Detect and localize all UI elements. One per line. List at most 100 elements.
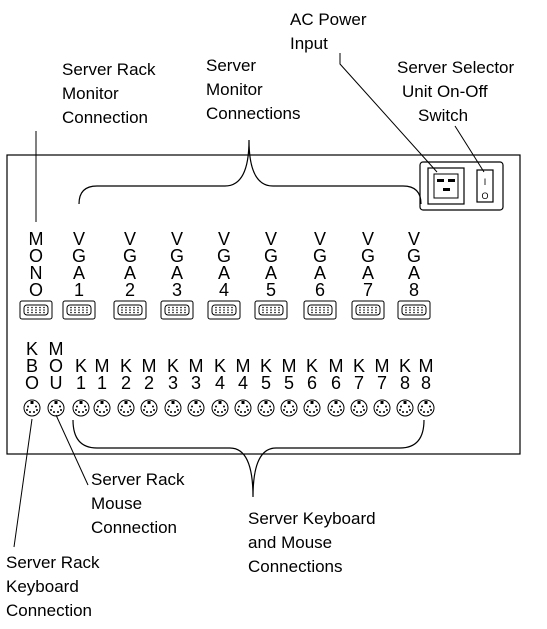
ps2-port-m8: M8 [417, 356, 435, 417]
db15-connector-shell[interactable] [62, 300, 96, 320]
ps2-connector[interactable] [93, 399, 111, 417]
db15-pin [359, 306, 361, 309]
ps2-pin [191, 405, 193, 408]
switch-off-mark: O [481, 191, 488, 201]
db15-pin [74, 306, 76, 309]
ac-power-inlet[interactable] [427, 167, 465, 205]
ps2-connector[interactable] [211, 399, 229, 417]
db15-connector-shell[interactable] [160, 300, 194, 320]
db15-pin [86, 306, 88, 309]
ps2-pin [193, 411, 195, 413]
rack-monitor-line-3: Connection [62, 108, 148, 127]
ps2-pin [214, 409, 216, 411]
db15-pin [137, 311, 139, 314]
db15-connector-shell[interactable] [207, 300, 241, 320]
ps2-pin [270, 409, 272, 411]
ps2-port-label-char: M [95, 356, 110, 376]
ac-power-line-1: AC Power [290, 10, 367, 29]
ps2-pin [199, 405, 201, 408]
ps2-connector[interactable] [417, 399, 435, 417]
db15-connector-shell[interactable] [397, 300, 431, 320]
video-port-label-char: A [362, 263, 374, 283]
ps2-connector[interactable] [257, 399, 275, 417]
db15-connector-shell[interactable] [351, 300, 385, 320]
ps2-connector[interactable] [234, 399, 252, 417]
ps2-pin [406, 411, 408, 413]
ps2-pin [177, 409, 179, 411]
db15-connector-shell[interactable] [19, 300, 53, 320]
db15-pin [172, 311, 174, 314]
ps2-pin [244, 411, 246, 413]
ps2-connector[interactable] [280, 399, 298, 417]
ps2-key [79, 401, 83, 404]
db15-connector-shell[interactable] [303, 300, 337, 320]
db15-pin [121, 306, 123, 309]
db15-pin [262, 311, 264, 314]
db15-pin [27, 311, 29, 314]
ac-power-pin-right [448, 179, 455, 182]
ps2-pin [363, 409, 365, 411]
ps2-pin [174, 411, 176, 413]
ps2-pin [121, 405, 123, 408]
ps2-pin [27, 405, 29, 408]
db15-pin [421, 306, 423, 309]
db15-pin [375, 306, 377, 309]
ps2-pin [82, 411, 84, 413]
ps2-pin [386, 409, 388, 411]
ps2-connector[interactable] [350, 399, 368, 417]
db15-pin [359, 309, 361, 311]
ps2-connector[interactable] [303, 399, 321, 417]
db15-pin [215, 311, 217, 314]
ps2-pin [85, 409, 87, 411]
db15-pin [125, 311, 127, 314]
video-port-label-char: A [314, 263, 326, 283]
ps2-connector[interactable] [23, 399, 41, 417]
ps2-connector[interactable] [327, 399, 345, 417]
ps2-connector[interactable] [140, 399, 158, 417]
ps2-connector[interactable] [47, 399, 65, 417]
selector-on-off-switch[interactable] [476, 169, 494, 203]
db15-pin [315, 306, 317, 309]
db15-connector-face [211, 304, 237, 316]
ps2-connector[interactable] [373, 399, 391, 417]
db15-pin [363, 311, 365, 314]
ps2-pin [339, 405, 341, 408]
ps2-connector[interactable] [72, 399, 90, 417]
db15-pin [39, 306, 41, 309]
video-port-label-char: A [218, 263, 230, 283]
ps2-pin [408, 405, 410, 408]
ps2-port-label-char: 6 [331, 373, 341, 393]
ps2-pin [379, 411, 381, 413]
ps2-connector[interactable] [396, 399, 414, 417]
ps2-pin [99, 411, 101, 413]
ac-power-callout: AC Power Input [290, 10, 367, 53]
video-port-label-char: V [265, 229, 277, 249]
ps2-port-k3: K3 [164, 356, 182, 417]
db15-pin [184, 306, 186, 309]
rack-mouse-line-3: Connection [91, 518, 177, 537]
db15-pin [315, 311, 317, 314]
rack-mouse-line-1: Server Rack [91, 470, 185, 489]
ps2-pin [240, 411, 242, 413]
ps2-port-label-char: 8 [421, 373, 431, 393]
ps2-connector[interactable] [187, 399, 205, 417]
video-port-label-char: A [124, 263, 136, 283]
ps2-pin [330, 409, 332, 411]
ps2-pin [103, 411, 105, 413]
db15-pin [35, 309, 37, 311]
ps2-connector[interactable] [117, 399, 135, 417]
ps2-pin [50, 409, 52, 411]
ps2-port-label-char: M [282, 356, 297, 376]
ps2-pin [167, 409, 169, 411]
ps2-port-label-char: K [75, 356, 87, 376]
db15-pin [133, 306, 135, 309]
db15-connector-shell[interactable] [254, 300, 288, 320]
ps2-connector[interactable] [164, 399, 182, 417]
db15-connector-shell[interactable] [113, 300, 147, 320]
video-port-label-char: O [29, 246, 43, 266]
db15-pin [133, 311, 135, 314]
rack-monitor-line-2: Monitor [62, 84, 119, 103]
video-port-label-char: V [314, 229, 326, 249]
ps2-pin [127, 411, 129, 413]
ps2-pin [26, 409, 28, 411]
